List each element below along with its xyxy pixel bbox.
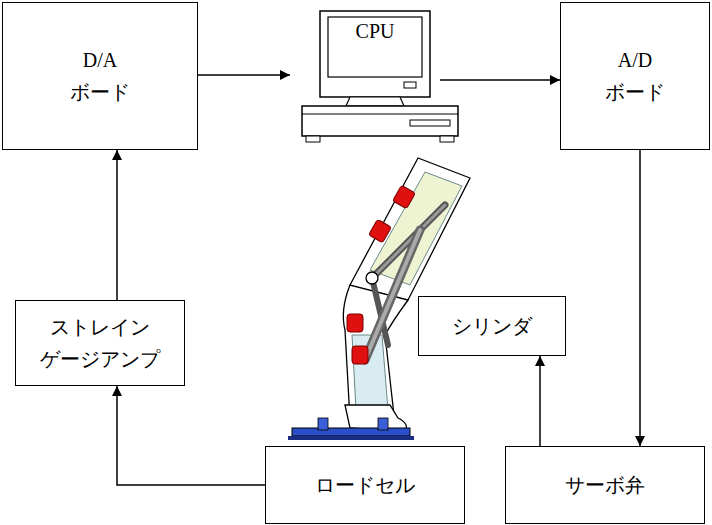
process-box: A/D ボード	[560, 2, 710, 150]
box-label: ロードセル	[315, 469, 415, 501]
cylinder-body	[365, 230, 420, 360]
box-label: D/A ボード	[60, 44, 140, 108]
box-label: ストレイン ゲージアンプ	[30, 311, 170, 375]
process-box: ストレイン ゲージアンプ	[15, 300, 185, 386]
process-box: シリンダ	[418, 296, 566, 356]
signal-arrow	[116, 150, 118, 300]
cylinder-body-edge	[365, 230, 420, 360]
process-box: サーボ弁	[505, 446, 705, 524]
signal-arrow	[539, 356, 541, 446]
heel-strap	[318, 418, 328, 430]
process-box: D/A ボード	[2, 2, 198, 150]
toe-strap	[378, 418, 388, 430]
box-label: A/D ボード	[595, 44, 675, 108]
sole-base	[288, 436, 414, 440]
computer-node: CPU	[300, 10, 460, 145]
clamp	[352, 346, 368, 364]
knee-joint	[366, 272, 378, 284]
box-label: シリンダ	[452, 310, 532, 342]
clamp	[347, 314, 363, 332]
clamp	[393, 185, 416, 209]
signal-arrow	[198, 74, 290, 76]
computer-label: CPU	[328, 18, 422, 44]
signal-arrow	[440, 79, 560, 81]
box-label: サーボ弁	[565, 469, 645, 501]
sole-plate	[292, 428, 410, 436]
clamp	[369, 219, 392, 243]
signal-arrow	[639, 150, 641, 446]
process-box: ロードセル	[265, 446, 465, 524]
signal-arrow	[117, 386, 265, 485]
